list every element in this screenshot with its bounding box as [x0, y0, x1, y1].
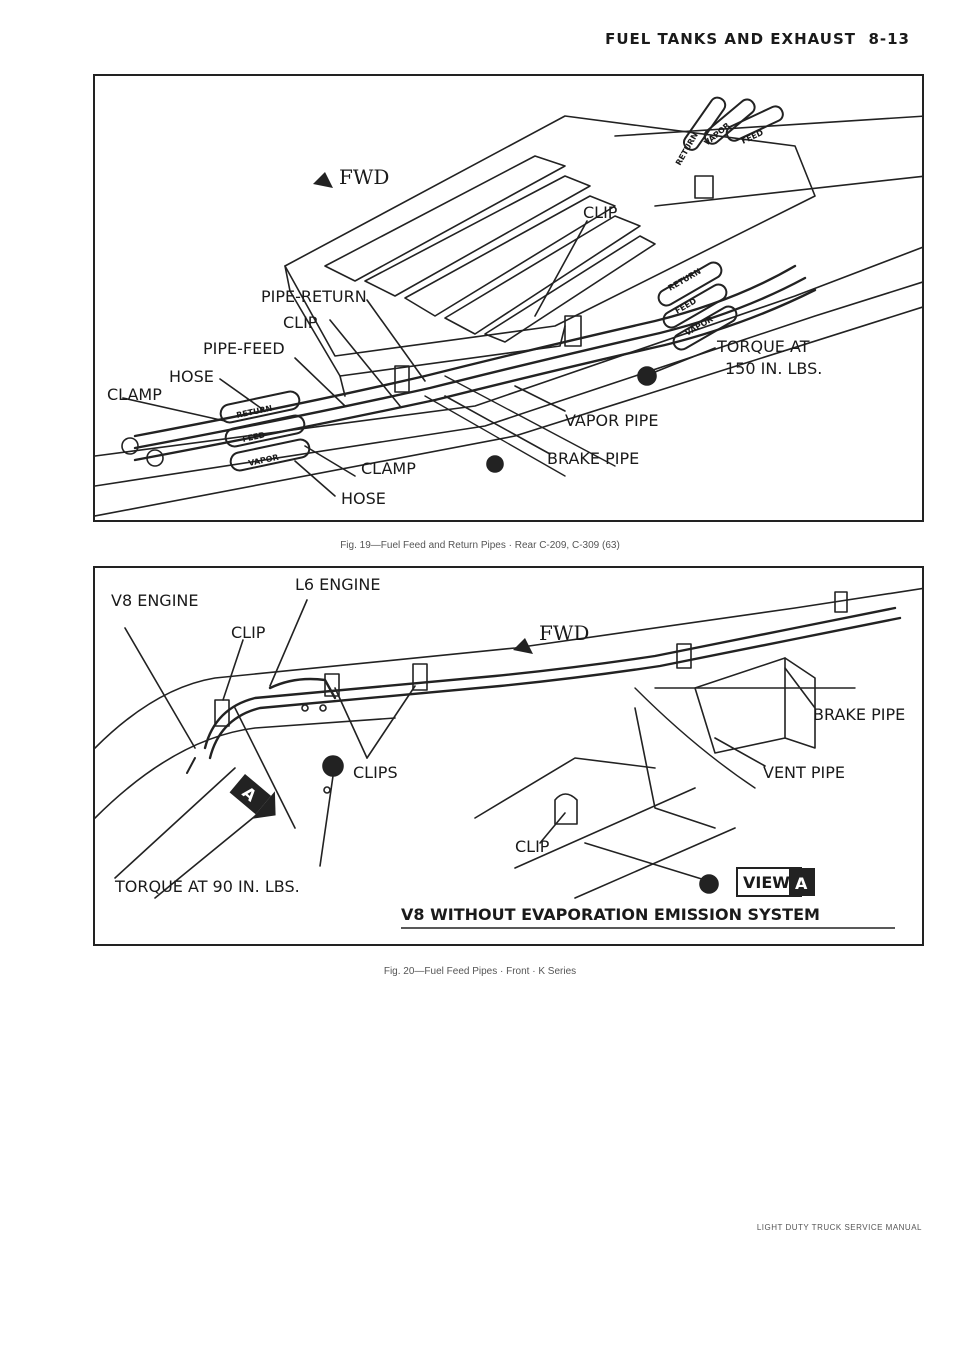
label-clip-mid: CLIP	[283, 313, 318, 332]
view-letter: A	[795, 874, 808, 893]
label-clip-bottom: CLIP	[515, 837, 550, 856]
fwd-arrow-icon	[313, 172, 333, 188]
label-pipe-feed: PIPE-FEED	[203, 339, 285, 358]
label-torque-line2: 150 IN. LBS.	[725, 359, 822, 378]
label-clip-top: CLIP	[583, 203, 618, 222]
fwd-label: FWD	[539, 621, 589, 645]
figure-20-caption: Fig. 20—Fuel Feed Pipes · Front · K Seri…	[383, 966, 577, 977]
view-a-box: VIEW A	[736, 867, 815, 897]
front-fuel-pipes-drawing: A FWD V8 ENGINE L6 ENGINE CLIP CLIPS BRA…	[95, 575, 922, 929]
figure-20-illustration: A FWD V8 ENGINE L6 ENGINE CLIP CLIPS BRA…	[93, 566, 924, 946]
label-torque: TORQUE AT 90 IN. LBS.	[114, 877, 300, 896]
label-torque-line1: TORQUE AT	[716, 337, 810, 356]
section-title: FUEL TANKS AND EXHAUST	[605, 30, 856, 48]
fwd-label: FWD	[339, 165, 389, 189]
label-l6-engine: L6 ENGINE	[295, 575, 380, 594]
label-vapor-pipe: VAPOR PIPE	[565, 411, 658, 430]
label-clip-top: CLIP	[231, 623, 266, 642]
label-brake-pipe: BRAKE PIPE	[547, 449, 639, 468]
label-v8-engine: V8 ENGINE	[111, 591, 198, 610]
view-label: VIEW	[743, 873, 790, 892]
figure-19-caption: Fig. 19—Fuel Feed and Return Pipes · Rea…	[340, 540, 620, 551]
hose-tag-feed-right: FEED	[740, 128, 765, 146]
page-number: 8-13	[868, 30, 910, 48]
figure-19-illustration: FWD CLIP PIPE-RETURN CLIP PIPE-FEED HOSE…	[93, 74, 924, 522]
label-hose-bottom: HOSE	[341, 489, 386, 508]
label-clamp-left: CLAMP	[107, 385, 162, 404]
page-header: FUEL TANKS AND EXHAUST 8-13	[605, 30, 910, 48]
view-a-badge: A	[229, 774, 276, 819]
label-hose-top: HOSE	[169, 367, 214, 386]
page-footer: LIGHT DUTY TRUCK SERVICE MANUAL	[756, 1223, 922, 1232]
label-vent-pipe: VENT PIPE	[763, 763, 845, 782]
label-clips: CLIPS	[353, 763, 398, 782]
system-title: V8 WITHOUT EVAPORATION EMISSION SYSTEM	[401, 905, 820, 924]
label-clamp-bottom: CLAMP	[361, 459, 416, 478]
label-brake-pipe: BRAKE PIPE	[813, 705, 905, 724]
label-pipe-return: PIPE-RETURN	[261, 287, 367, 306]
fwd-arrow-icon	[513, 638, 533, 654]
fuel-tank-pipes-drawing: FWD CLIP PIPE-RETURN CLIP PIPE-FEED HOSE…	[95, 96, 922, 517]
